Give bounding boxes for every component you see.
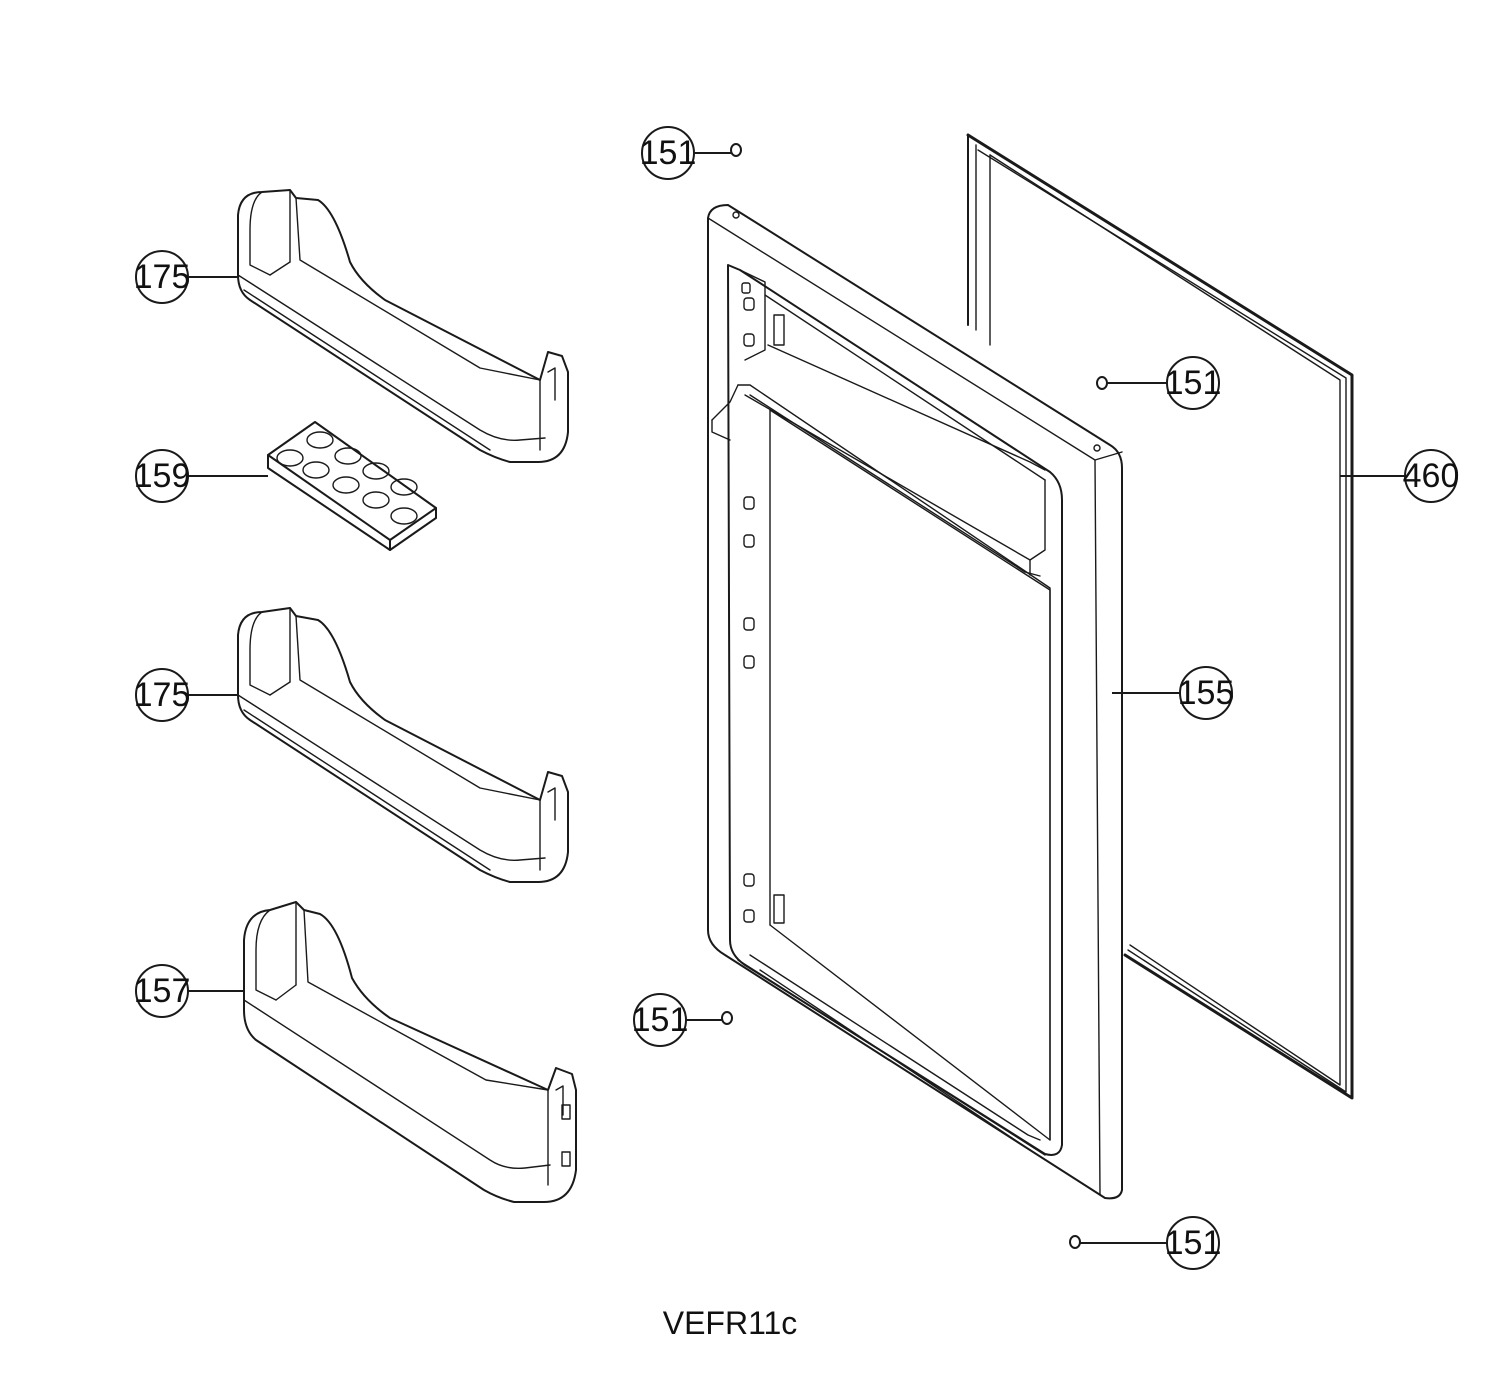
screw-lower-left [721, 1011, 733, 1025]
screw-upper-right [1096, 376, 1108, 390]
svg-text:157: 157 [134, 972, 191, 1010]
svg-text:175: 175 [134, 676, 191, 714]
model-caption: VEFR11c [662, 1305, 798, 1341]
callout-151-top: 151 [640, 126, 697, 180]
callout-157: 157 [134, 964, 191, 1018]
door-bin-top [237, 189, 569, 463]
callout-151-upper-right: 151 [1165, 356, 1222, 410]
door-bin-middle [237, 607, 569, 883]
svg-text:460: 460 [1403, 457, 1460, 495]
svg-text:155: 155 [1178, 674, 1235, 712]
egg-tray [267, 421, 437, 551]
door-bin-bottom [243, 901, 577, 1203]
svg-text:175: 175 [134, 258, 191, 296]
callout-155: 155 [1178, 666, 1235, 720]
svg-text:151: 151 [632, 1001, 689, 1039]
door-liner [707, 204, 1123, 1200]
callout-159: 159 [134, 449, 191, 503]
door-gasket [966, 133, 1354, 1100]
screw-top [730, 143, 742, 157]
callout-151-bottom: 151 [1165, 1216, 1222, 1270]
svg-text:151: 151 [640, 134, 697, 172]
callout-151-lower-left: 151 [632, 993, 689, 1047]
callout-175-top: 175 [134, 250, 191, 304]
svg-text:159: 159 [134, 457, 191, 495]
callout-175-middle: 175 [134, 668, 191, 722]
svg-text:151: 151 [1165, 1224, 1222, 1262]
callout-460: 460 [1403, 449, 1460, 503]
screw-bottom [1069, 1235, 1081, 1249]
svg-text:151: 151 [1165, 364, 1222, 402]
